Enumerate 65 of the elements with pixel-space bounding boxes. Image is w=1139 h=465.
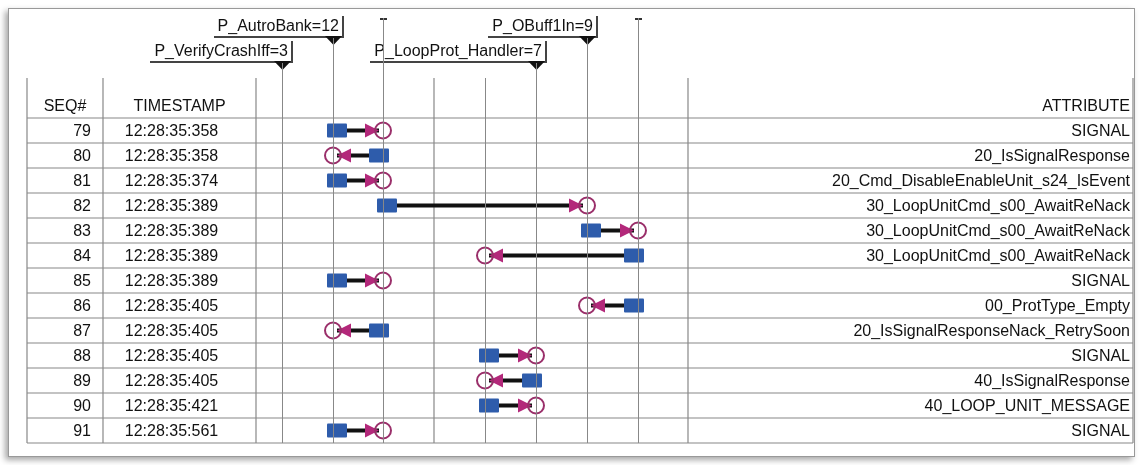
attribute-text: SIGNAL	[1071, 121, 1130, 141]
message-arrow	[581, 221, 647, 240]
timestamp: 12:28:35:389	[123, 246, 220, 266]
lifeline	[533, 63, 540, 443]
message-arrow	[479, 346, 545, 365]
attribute-text: SIGNAL	[1071, 271, 1130, 291]
lifeline	[635, 18, 642, 443]
message-arrow	[377, 196, 596, 215]
attribute-text: 30_LoopUnitCmd_s00_AwaitReNack	[866, 196, 1130, 216]
attribute-text: 20_Cmd_DisableEnableUnit_s24_IsEvent	[832, 171, 1130, 191]
sequence-number: 79	[72, 121, 91, 141]
sequence-number: 86	[72, 296, 91, 316]
lifeline	[279, 63, 286, 443]
attribute-text: 40_IsSignalResponse	[974, 371, 1130, 391]
sequence-number: 81	[72, 171, 91, 191]
attribute-text: 20_IsSignalResponse	[974, 146, 1130, 166]
sequence-number: 89	[72, 371, 91, 391]
timestamp: 12:28:35:405	[123, 346, 220, 366]
sequence-number: 88	[72, 346, 91, 366]
lifeline-label: P_AutroBank=12	[213, 16, 344, 38]
sequence-number: 80	[72, 146, 91, 166]
attribute-text: SIGNAL	[1071, 346, 1130, 366]
sequence-number: 82	[72, 196, 91, 216]
timestamp: 12:28:35:358	[123, 121, 220, 141]
message-arrow	[479, 396, 545, 415]
timestamp: 12:28:35:389	[123, 196, 220, 216]
lifeline-label: P_OBuff1In=9	[488, 16, 598, 38]
sequence-number: 87	[72, 321, 91, 341]
timestamp: 12:28:35:405	[123, 371, 220, 391]
message-arrow	[327, 171, 392, 190]
sequence-number: 84	[72, 246, 91, 266]
lifeline	[482, 78, 489, 443]
message-arrow	[476, 246, 644, 265]
attribute-text: 30_LoopUnitCmd_s00_AwaitReNack	[866, 246, 1130, 266]
sequence-number: 85	[72, 271, 91, 291]
attribute-text: 40_LOOP_UNIT_MESSAGE	[924, 396, 1130, 416]
column-header: SEQ#	[42, 96, 88, 116]
lifeline-label: P_VerifyCrashIff=3	[150, 41, 293, 63]
message-arrow	[324, 321, 389, 340]
attribute-text: 00_ProtType_Empty	[985, 296, 1130, 316]
message-arrow	[476, 371, 542, 390]
timestamp: 12:28:35:405	[123, 296, 220, 316]
attribute-text: 30_LoopUnitCmd_s00_AwaitReNack	[866, 221, 1130, 241]
attribute-text: 20_IsSignalResponseNack_RetrySoon	[853, 321, 1130, 341]
column-header: ATTRIBUTE	[1042, 96, 1130, 116]
lifeline-label: P_LoopProt_Handler=7	[370, 41, 547, 63]
sequence-number: 83	[72, 221, 91, 241]
timestamp: 12:28:35:389	[123, 271, 220, 291]
lifeline	[330, 38, 337, 443]
lifeline	[584, 38, 591, 443]
timestamp: 12:28:35:389	[123, 221, 220, 241]
timestamp: 12:28:35:421	[123, 396, 220, 416]
timestamp: 12:28:35:358	[123, 146, 220, 166]
message-arrow	[324, 146, 389, 165]
message-arrow	[327, 121, 392, 140]
sequence-number: 90	[72, 396, 91, 416]
message-arrow	[578, 296, 644, 315]
attribute-text: SIGNAL	[1071, 421, 1130, 441]
column-header: TIMESTAMP	[132, 96, 227, 116]
message-arrow	[327, 271, 392, 290]
timestamp: 12:28:35:405	[123, 321, 220, 341]
sequence-number: 91	[72, 421, 91, 441]
message-arrow	[327, 421, 392, 440]
timestamp: 12:28:35:561	[123, 421, 220, 441]
timestamp: 12:28:35:374	[123, 171, 220, 191]
